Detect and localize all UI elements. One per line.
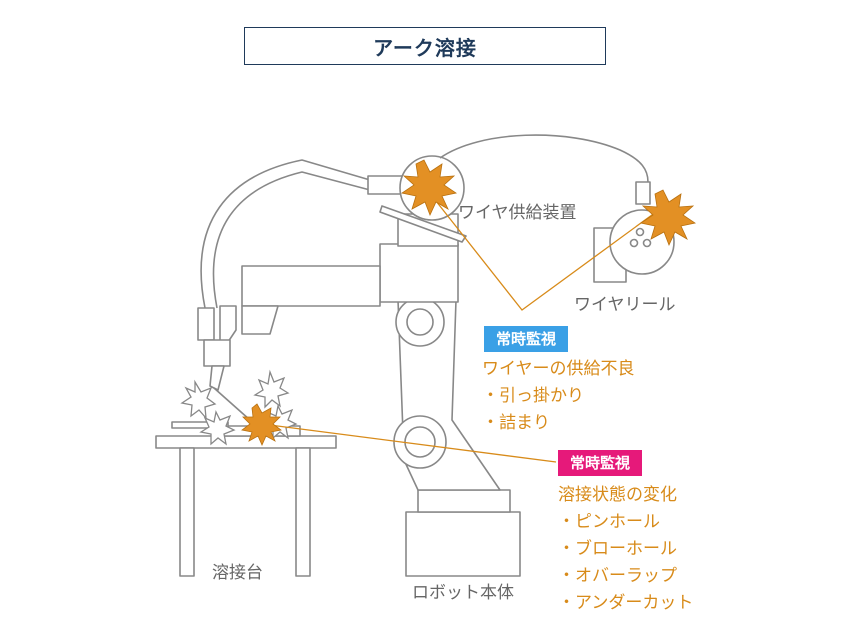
welding-table: [155, 421, 337, 577]
monitor-badge-bottom: 常時監視: [558, 450, 643, 476]
robot-base: [405, 489, 521, 577]
page-title: アーク溶接: [244, 27, 606, 65]
label-wire-reel: ワイヤリール: [574, 295, 676, 315]
label-robot-body: ロボット本体: [412, 583, 514, 603]
label-welding-table: 溶接台: [212, 563, 263, 583]
secondary-sparks: [180, 369, 298, 446]
monitor-top-item-2: ・詰まり: [482, 413, 550, 433]
robot-shoulder: [379, 213, 459, 303]
monitor-top-list: ワイヤーの供給不良 ・引っ掛かり ・詰まり: [482, 356, 635, 437]
monitor-top-item-1: ・引っ掛かり: [482, 386, 584, 406]
robot-upper-arm: [219, 265, 381, 343]
monitor-top-heading: ワイヤーの供給不良: [482, 359, 635, 379]
robot-lower-arm: [393, 297, 501, 491]
label-wire-feeder: ワイヤ供給装置: [458, 203, 577, 223]
sparks-orange: [241, 159, 697, 446]
monitor-badge-top: 常時監視: [484, 326, 569, 352]
connector-lines: [261, 195, 657, 463]
monitor-bottom-item-4: ・アンダーカット: [558, 593, 694, 613]
monitor-bottom-item-3: ・オバーラップ: [558, 566, 677, 586]
monitor-bottom-heading: 溶接状態の変化: [558, 485, 677, 505]
monitor-bottom-item-1: ・ピンホール: [558, 512, 660, 532]
monitor-bottom-item-2: ・ブローホール: [558, 539, 677, 559]
welding-torch: [197, 307, 251, 421]
monitor-bottom-list: 溶接状態の変化 ・ピンホール ・ブローホール ・オバーラップ ・アンダーカット: [558, 482, 693, 617]
